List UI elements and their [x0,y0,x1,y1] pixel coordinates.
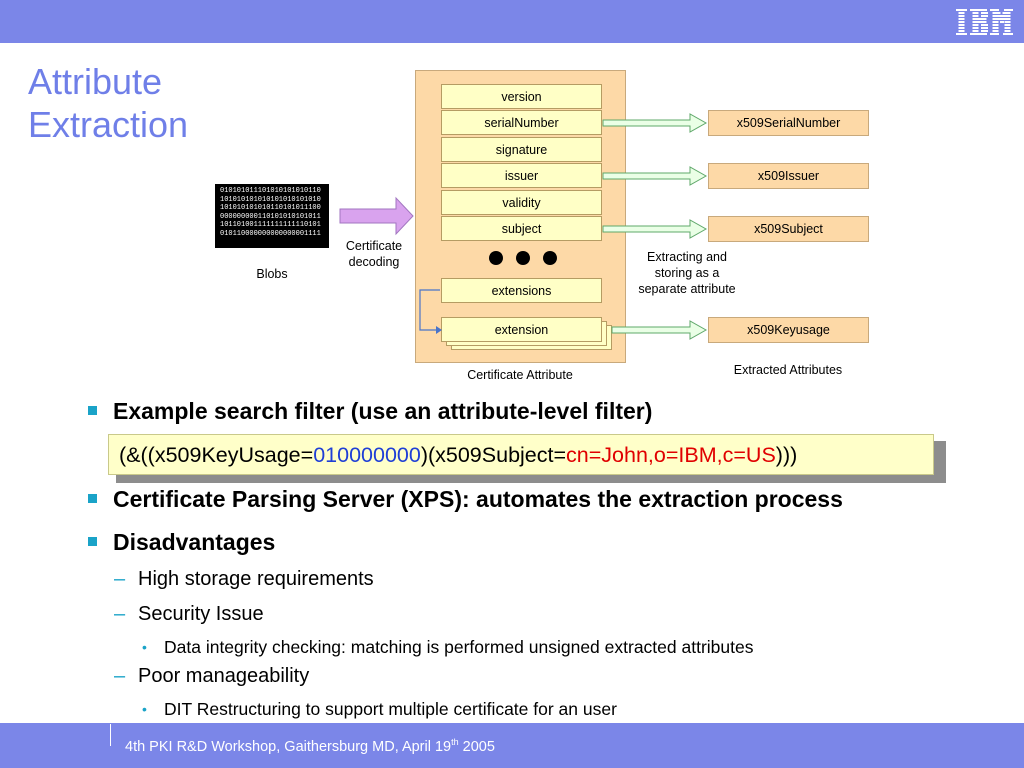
dot-bullet-icon: • [142,701,147,717]
bullet-text: Disadvantages [113,529,276,555]
extension-connector-head [436,326,442,334]
field-issuer: issuer [441,163,602,188]
dash-bullet-icon: – [114,603,126,625]
blobs-label: Blobs [256,267,288,281]
filter-subject-value: cn=John,o=IBM,c=US [566,443,776,467]
bullet-text: High storage requirements [138,568,374,590]
bullet-text: Example search filter (use an attribute-… [113,398,653,424]
dash-bullet-icon: – [114,665,126,687]
square-bullet-icon [88,406,97,415]
dot-bullet-icon: • [142,639,147,655]
decoding-label-line: decoding [348,255,400,269]
output-x509-keyusage: x509Keyusage [708,317,869,343]
title-line-2: Extraction [28,104,189,145]
footer-superscript: th [451,737,459,747]
dash-bullet-icon: – [114,568,126,590]
footer-bar [0,723,1024,768]
page-title: Attribute Extraction [28,60,188,146]
dot [516,251,530,265]
field-serial-number: serialNumber [441,110,602,135]
certificate-caption: Certificate Attribute [467,368,573,382]
field-version: version [441,84,602,109]
field-extension: extension [441,317,602,342]
bullet-text: Poor manageability [138,665,310,687]
field-signature: signature [441,137,602,162]
title-line-1: Attribute [28,61,163,102]
ibm-logo [956,9,1013,35]
output-x509-serial-number: x509SerialNumber [708,110,869,136]
square-bullet-icon [88,537,97,546]
arrow-serial [602,113,708,133]
extracting-note-line: Extracting and [647,250,727,264]
output-x509-issuer: x509Issuer [708,163,869,189]
output-x509-subject: x509Subject [708,216,869,242]
filter-keyusage-value: 010000000 [313,443,421,467]
decoding-label-line: Certificate [345,239,403,253]
bullet-text: Data integrity checking: matching is per… [164,637,754,657]
extraction-arrows [602,113,708,340]
dot [543,251,557,265]
filter-example-box: (&((x509KeyUsage=010000000)(x509Subject=… [108,434,934,475]
arrow-issuer [602,166,708,186]
extension-connector [419,289,440,331]
square-bullet-icon [88,494,97,503]
decoding-label: Certificate decoding [334,238,414,270]
blob-line: 000000000110101010101011 [220,212,321,221]
extracting-note-line: storing as a [654,266,720,280]
bullet-text: DIT Restructuring to support multiple ce… [164,699,617,719]
extracted-caption: Extracted Attributes [733,363,843,377]
blob-line: 101010101010110101011100 [220,204,321,213]
blob-line: 010110000000000000001111 [220,229,321,238]
top-bar [0,0,1024,43]
bullet-text: Security Issue [138,603,264,625]
bullet-text: Certificate Parsing Server (XPS): automa… [113,486,843,512]
blob-line: 101101001111111111110101 [220,221,321,230]
field-subject: subject [441,216,602,241]
footer-text-main: 4th PKI R&D Workshop, Gaithersburg MD, A… [125,738,452,755]
blob-line: 101010101010101010101010 [220,195,321,204]
dot [489,251,503,265]
footer-text-year: 2005 [458,738,495,755]
arrow-subject [602,219,708,239]
arrow-keyusage [611,320,708,340]
field-extensions: extensions [441,278,602,303]
filter-part: (&((x509KeyUsage= [119,443,314,467]
filter-part: ))) [775,443,798,467]
field-validity: validity [441,190,602,215]
diagram-arrows [339,113,708,340]
footer-text: 4th PKI R&D Workshop, Gaithersburg MD, A… [125,737,495,755]
blob-line: 010101011101010101010110 [220,187,321,195]
extracting-note: Extracting and storing as a separate att… [628,249,746,297]
filter-part: )(x509Subject= [420,443,567,467]
binary-blob: 010101011101010101010110 101010101010101… [215,184,329,248]
extracting-note-line: separate attribute [638,282,736,296]
footer-separator [110,724,111,746]
decoding-arrow [339,196,414,236]
